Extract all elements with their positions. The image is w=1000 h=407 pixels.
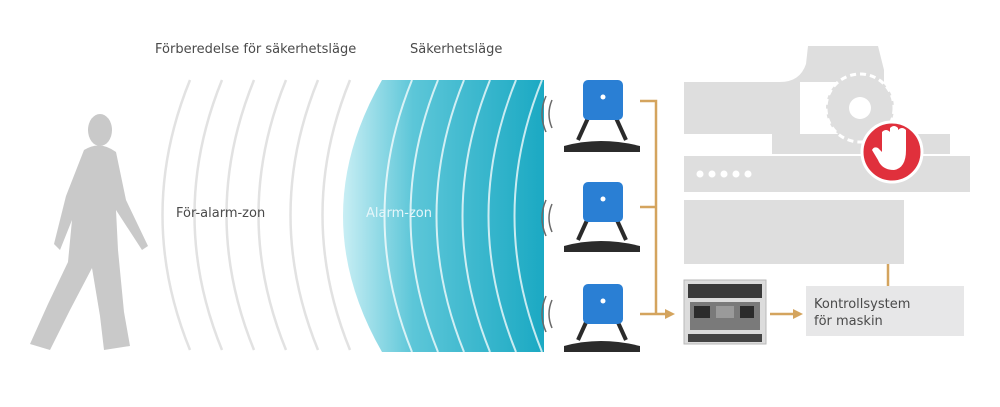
control-system-line2: för maskin: [814, 314, 883, 329]
stop-hand-icon: [860, 120, 924, 184]
alarm-zone: [343, 79, 544, 353]
radar-sensor-middle: [541, 182, 640, 252]
pre-safety-mode-label: Förberedelse för säkerhetsläge: [155, 42, 357, 57]
radar-sensor-bottom: [541, 284, 640, 352]
controller-unit-icon: [683, 279, 767, 345]
person-icon: [30, 114, 148, 350]
pre-alarm-zone-label: För-alarm-zon: [176, 206, 266, 221]
pre-alarm-waves: [161, 79, 352, 351]
control-system-box: [806, 286, 964, 336]
radar-sensor-top: [541, 80, 640, 152]
signal-waves-icon: [541, 95, 553, 133]
machine-indicator-lights: [696, 170, 752, 178]
control-system-line1: Kontrollsystem: [814, 297, 911, 312]
machine-icon: [684, 46, 970, 264]
alarm-zone-label: Alarm-zon: [366, 206, 432, 221]
control-system-label: Kontrollsystem för maskin: [814, 296, 910, 330]
safety-mode-label: Säkerhetsläge: [410, 42, 503, 57]
